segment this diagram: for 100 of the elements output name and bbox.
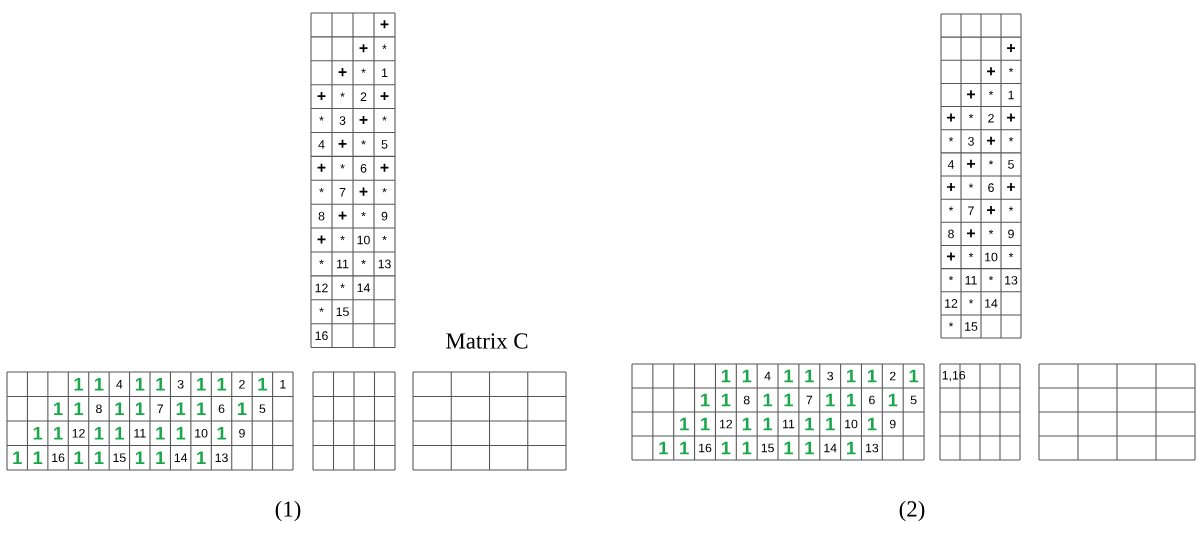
matrix-entry: 1 bbox=[680, 417, 689, 431]
matrix-entry: 1 bbox=[176, 426, 186, 440]
matrix-entry: 2 bbox=[988, 113, 994, 123]
matrix-entry: 1 bbox=[847, 441, 856, 455]
matrix-entry: * bbox=[382, 116, 387, 121]
matrix-entry: 1 bbox=[847, 369, 856, 383]
matrix-entry: 1 bbox=[1008, 90, 1014, 100]
matrix-entry: 1 bbox=[721, 441, 731, 455]
matrix-entry: * bbox=[340, 235, 345, 241]
matrix-entry: + bbox=[1007, 182, 1015, 191]
matrix-entry: 12 bbox=[945, 299, 958, 308]
matrix-entry: 6 bbox=[869, 395, 875, 405]
matrix-entry: + bbox=[380, 92, 389, 101]
matrix-entry: 4 bbox=[764, 371, 771, 381]
matrix-entry: * bbox=[948, 322, 954, 327]
matrix-entry: 3 bbox=[827, 371, 834, 381]
matrix-entry: 1 bbox=[54, 402, 63, 416]
matrix-entry: 1 bbox=[784, 441, 794, 455]
matrix-entry: 10 bbox=[985, 252, 998, 262]
matrix-entry: 2 bbox=[239, 379, 245, 389]
matrix-entry: * bbox=[340, 283, 345, 288]
matrix-entry: 4 bbox=[116, 380, 123, 389]
matrix-entry: 9 bbox=[889, 419, 896, 429]
matrix-entry: + bbox=[338, 211, 347, 220]
matrix-entry: 11 bbox=[134, 429, 146, 438]
matrix-entry: * bbox=[948, 276, 954, 281]
matrix-entry: 1 bbox=[742, 369, 752, 383]
matrix-entry: 1 bbox=[826, 417, 835, 431]
matrix-entry: 1 bbox=[258, 377, 267, 391]
matrix-entry: + bbox=[967, 159, 975, 168]
matrix-entry: 1 bbox=[888, 393, 898, 407]
matrix-entry: + bbox=[947, 113, 955, 122]
matrix-entry: 10 bbox=[357, 235, 370, 245]
matrix-entry: 1 bbox=[197, 402, 206, 416]
matrix-entry: 12 bbox=[719, 419, 733, 429]
matrix-entry: * bbox=[361, 68, 366, 73]
matrix-entry: 1 bbox=[74, 377, 84, 391]
matrix-entry: 5 bbox=[259, 404, 266, 413]
matrix-entry: 1 bbox=[742, 441, 752, 455]
matrix-entry: 12 bbox=[72, 428, 85, 438]
matrix-entry: 15 bbox=[761, 443, 774, 453]
panel-label: (2) bbox=[899, 500, 925, 522]
matrix-entry: 1 bbox=[238, 402, 247, 416]
matrix-entry: 3 bbox=[968, 137, 974, 146]
matrix-entry: + bbox=[947, 182, 955, 191]
matrix-entry: 1 bbox=[135, 402, 145, 416]
matrix-entry: 14 bbox=[174, 453, 188, 462]
matrix-entry: 1 bbox=[867, 369, 877, 383]
matrix-entry: 1 bbox=[33, 426, 43, 440]
matrix-entry: 12 bbox=[315, 283, 328, 293]
matrix-entry: * bbox=[968, 113, 974, 119]
matrix-entry: 13 bbox=[866, 443, 879, 453]
matrix-entry: 2 bbox=[360, 92, 367, 101]
matrix-entry: 7 bbox=[806, 395, 813, 405]
matrix-entry: + bbox=[947, 252, 955, 261]
matrix-entry: 3 bbox=[339, 116, 346, 125]
matrix-entry: * bbox=[988, 276, 994, 281]
matrix-entry: 13 bbox=[1005, 275, 1018, 285]
matrix-entry: 1 bbox=[197, 377, 206, 391]
matrix-entry: 1 bbox=[680, 441, 689, 455]
matrix-entry: + bbox=[338, 68, 347, 77]
matrix-entry: * bbox=[319, 307, 324, 312]
matrix-entry: 13 bbox=[215, 453, 228, 463]
matrix-entry: + bbox=[359, 187, 368, 196]
matrix-entry: 8 bbox=[948, 229, 954, 239]
matrix-entry: 9 bbox=[381, 211, 388, 221]
matrix-entry: + bbox=[338, 139, 347, 148]
matrix-entry: 6 bbox=[360, 164, 367, 173]
matrix-entry: 14 bbox=[824, 443, 837, 453]
matrix-entry: + bbox=[359, 44, 368, 53]
matrix-entry: * bbox=[1008, 252, 1014, 258]
matrix-entry: 6 bbox=[218, 404, 225, 414]
matrix-entry: 11 bbox=[337, 259, 349, 269]
matrix-entry: 1 bbox=[763, 417, 773, 431]
matrix-entry: 15 bbox=[113, 453, 126, 462]
matrix-entry: 1 bbox=[280, 380, 286, 389]
matrix-entry: 1 bbox=[909, 369, 919, 383]
matrix-entry: 8 bbox=[743, 395, 750, 405]
matrix-entry: 1 bbox=[135, 451, 145, 465]
matrix-entry: 5 bbox=[381, 140, 388, 149]
matrix-entry: 1 bbox=[95, 426, 104, 440]
matrix-entry: 1 bbox=[13, 451, 22, 465]
matrix-entry: 1 bbox=[33, 451, 43, 465]
matrix-entry: * bbox=[1008, 137, 1014, 142]
matrix-entry: * bbox=[319, 259, 324, 265]
matrix-entry: * bbox=[968, 252, 974, 258]
matrix-entry: * bbox=[948, 206, 954, 211]
matrix-entry: 1 bbox=[115, 402, 124, 416]
matrix-entry: 1 bbox=[156, 451, 165, 465]
matrix-entry: * bbox=[1008, 206, 1014, 211]
matrix-entry: 1 bbox=[701, 417, 710, 431]
matrix-entry: + bbox=[359, 115, 368, 124]
matrix-entry: 1 bbox=[847, 393, 856, 407]
panel-label: (1) bbox=[275, 500, 301, 522]
matrix-entry: 1 bbox=[659, 441, 668, 455]
matrix-entry: 1 bbox=[784, 393, 794, 407]
matrix-entry: 1 bbox=[54, 426, 63, 440]
matrix-entry: 7 bbox=[339, 188, 346, 197]
matrix-entry: 11 bbox=[783, 419, 795, 429]
matrix-entry: * bbox=[988, 160, 994, 165]
